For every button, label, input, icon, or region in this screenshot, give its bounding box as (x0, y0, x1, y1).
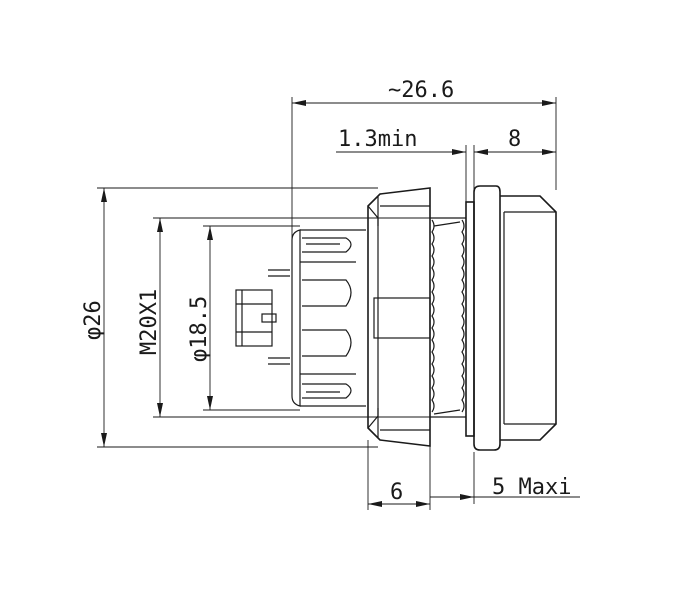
label-panel-thickness: 1.3min (338, 127, 417, 152)
dim-panel-and-flange: 1.3min 8 (336, 127, 556, 232)
label-max-panel: 5 Maxi (492, 475, 571, 500)
label-body-diameter: φ18.5 (187, 296, 212, 362)
front-cap (500, 195, 557, 441)
dim-body-diameter: φ18.5 (187, 225, 300, 411)
thread-section (430, 217, 466, 418)
label-overall-length: ~26.6 (388, 78, 454, 103)
dim-thread: M20X1 (137, 217, 430, 418)
front-collar (367, 187, 431, 447)
dim-overall-length: ~26.6 (291, 78, 557, 240)
label-front-length: 6 (390, 480, 403, 505)
label-outer-diameter: φ26 (81, 300, 106, 340)
label-thread: M20X1 (137, 289, 162, 355)
latch-fingers (291, 229, 366, 407)
panel-nut (465, 201, 475, 437)
flange (473, 185, 501, 451)
rear-pin-block (235, 269, 290, 365)
label-flange-length: 8 (508, 127, 521, 152)
dim-max-panel: 5 Maxi (430, 452, 580, 504)
dim-front-length: 6 (367, 440, 431, 510)
connector-body (235, 185, 557, 451)
dim-outer-diameter: φ26 (81, 187, 378, 448)
